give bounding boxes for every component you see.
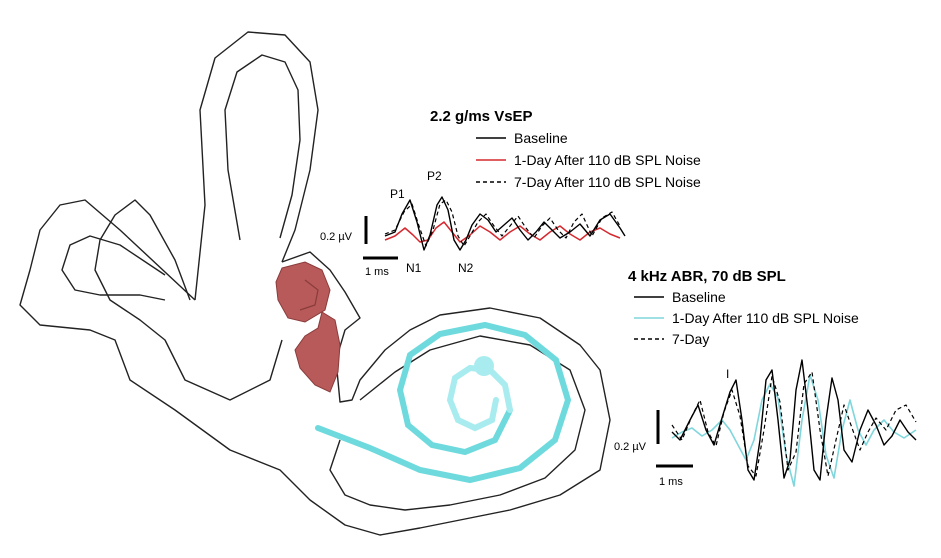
cochlea-apex <box>474 356 494 376</box>
abr-legend-label-2: 7-Day <box>672 331 709 347</box>
vsep-peak-n2: N2 <box>458 261 474 275</box>
abr-legend-label-0: Baseline <box>672 289 726 305</box>
saccule <box>294 311 341 393</box>
vsep-panel: 2.2 g/ms VsEP Baseline 1-Day After 110 dB… <box>320 108 701 278</box>
cochlea-duct-inner <box>446 364 513 432</box>
abr-traces <box>671 359 917 487</box>
vsep-peak-n1: N1 <box>406 261 422 275</box>
abr-title: 4 kHz ABR, 70 dB SPL <box>628 268 786 285</box>
abr-trace-1day <box>671 374 917 487</box>
vsep-title: 2.2 g/ms VsEP <box>430 108 533 125</box>
abr-legend-label-1: 1-Day After 110 dB SPL Noise <box>672 310 859 326</box>
abr-panel: 4 kHz ABR, 70 dB SPL Baseline 1-Day After… <box>614 268 917 488</box>
inner-ear-illustration <box>19 31 611 536</box>
posterior-canal-inner <box>61 235 166 301</box>
vsep-peak-p2: P2 <box>427 169 442 183</box>
vestibule-outline <box>19 199 611 536</box>
superior-canal-outer <box>194 31 319 301</box>
vsep-legend-label-0: Baseline <box>514 130 568 146</box>
abr-trace-baseline <box>671 359 917 481</box>
abr-peak-i: I <box>726 367 729 381</box>
abr-voltage-scale-label: 0.2 µV <box>614 441 647 453</box>
lateral-canal-inner <box>94 199 283 401</box>
vsep-traces <box>384 196 626 251</box>
vsep-trace-7day <box>384 199 621 247</box>
utricle-macula <box>299 279 319 311</box>
vsep-trace-baseline <box>384 196 626 251</box>
cochlea-inner-outline <box>329 335 586 511</box>
vsep-time-scale-label: 1 ms <box>365 266 389 278</box>
utricle <box>275 261 331 323</box>
vsep-legend-label-2: 7-Day After 110 dB SPL Noise <box>514 174 701 190</box>
abr-time-scale-label: 1 ms <box>659 476 683 488</box>
otolith-organs <box>275 261 341 393</box>
cochlea-spiral <box>315 321 572 484</box>
vsep-voltage-scale-label: 0.2 µV <box>320 231 353 243</box>
superior-canal-inner <box>224 54 301 241</box>
vsep-peak-p1: P1 <box>390 187 405 201</box>
vsep-legend: Baseline 1-Day After 110 dB SPL Noise 7-Da… <box>476 130 701 190</box>
vsep-trace-1day <box>384 221 621 243</box>
cochlea-duct-outer <box>315 321 572 484</box>
abr-legend: Baseline 1-Day After 110 dB SPL Noise 7-Da… <box>634 289 859 347</box>
vsep-legend-label-1: 1-Day After 110 dB SPL Noise <box>514 152 701 168</box>
